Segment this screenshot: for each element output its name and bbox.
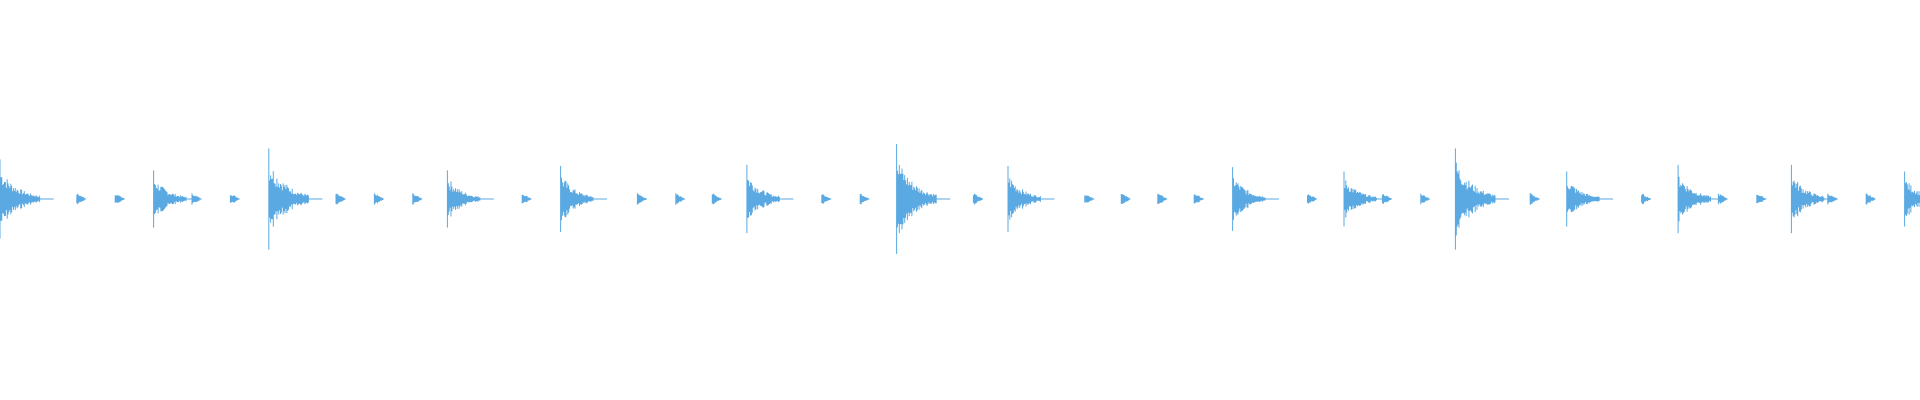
waveform-hit-small	[711, 193, 722, 205]
waveform-hit-small	[1307, 194, 1317, 204]
waveform-hit-path	[1193, 194, 1204, 204]
waveform-hit-small	[859, 193, 870, 205]
waveform-hit-path	[711, 193, 722, 205]
waveform-hit-medium	[153, 170, 200, 228]
waveform-hit-path	[1381, 194, 1392, 204]
waveform-hit-path	[1677, 164, 1725, 234]
waveform-hit-path	[1120, 194, 1131, 204]
waveform-hit-small	[821, 194, 832, 204]
waveform-hit-small	[335, 193, 346, 205]
waveform-hit-path	[1420, 193, 1431, 205]
waveform-hit-path	[636, 193, 647, 205]
waveform-hit-path	[675, 193, 686, 205]
waveform-hit-small	[373, 193, 384, 205]
waveform-hit-small	[1193, 194, 1204, 204]
waveform-hit-small	[675, 193, 686, 205]
waveform-hit-path	[821, 194, 832, 204]
waveform-hit-small	[521, 194, 532, 204]
waveform-hit-big	[268, 148, 323, 250]
waveform-hit-small	[76, 193, 87, 205]
waveform-hit-medium	[1566, 171, 1614, 227]
waveform-hit-path	[1454, 148, 1509, 250]
waveform-hit-small	[1529, 193, 1540, 205]
waveform-hit-path	[0, 159, 54, 239]
waveform-hit-small	[412, 193, 423, 205]
waveform-hit-medium	[560, 166, 607, 232]
waveform-hit-path	[859, 193, 870, 205]
waveform-hit-path	[1566, 171, 1614, 227]
waveform-hit-path	[1904, 171, 1920, 227]
waveform-hit-path	[560, 166, 607, 232]
waveform-hit-medium	[1790, 164, 1838, 234]
waveform-hit-small	[1120, 194, 1131, 204]
waveform-hit-small	[114, 195, 125, 203]
waveform-hit-path	[1307, 194, 1317, 204]
waveform-hit-path	[1865, 193, 1876, 205]
waveform-hit-path	[1717, 193, 1728, 205]
waveform-hit-small	[636, 193, 647, 205]
waveform-hit-small	[191, 193, 202, 205]
waveform-hit-big	[0, 159, 54, 239]
waveform-hit-path	[114, 195, 125, 203]
waveform-hit-path	[446, 170, 494, 228]
waveform-hit-path	[972, 193, 983, 205]
waveform-hit-small	[229, 195, 240, 203]
waveform-hit-small	[1641, 193, 1652, 205]
waveform-hit-path	[412, 193, 423, 205]
waveform-hit-path	[896, 144, 951, 254]
waveform-hit-small	[1420, 193, 1431, 205]
waveform-hit-path	[191, 193, 202, 205]
waveform-hit-small	[1827, 193, 1838, 205]
waveform-hit-path	[746, 164, 794, 234]
waveform-hit-path	[76, 193, 87, 205]
waveform-hit-medium	[1677, 164, 1725, 234]
waveform-hit-small	[1865, 193, 1876, 205]
waveform-hit-medium	[1343, 171, 1391, 227]
waveform-hit-medium	[1232, 167, 1279, 231]
waveform-hit-small	[1756, 194, 1767, 204]
waveform-hit-path	[1232, 167, 1279, 231]
waveform-hit-medium	[1904, 171, 1920, 227]
waveform-hit-medium	[446, 170, 494, 228]
waveform-hit-path	[373, 193, 384, 205]
waveform-hit-big	[896, 144, 951, 254]
waveform-hit-path	[1529, 193, 1540, 205]
waveform-hit-medium	[1007, 166, 1055, 232]
waveform-hit-path	[229, 195, 240, 203]
waveform-hit-path	[1756, 194, 1767, 204]
waveform-hit-path	[1343, 171, 1391, 227]
waveform-hit-path	[1084, 195, 1095, 203]
waveform-hit-small	[972, 193, 983, 205]
waveform-hit-path	[1790, 164, 1838, 234]
waveform-hit-small	[1717, 193, 1728, 205]
waveform-hit-path	[335, 193, 346, 205]
waveform-hit-path	[153, 170, 200, 228]
waveform-hit-path	[268, 148, 323, 250]
waveform-hit-path	[1007, 166, 1055, 232]
waveform-hit-medium	[746, 164, 794, 234]
waveform-hit-small	[1084, 195, 1095, 203]
waveform-hit-path	[1157, 194, 1168, 204]
waveform-hit-small	[1157, 194, 1168, 204]
waveform-hit-path	[1641, 193, 1652, 205]
waveform-hit-path	[521, 194, 532, 204]
waveform-hit-big	[1454, 148, 1509, 250]
waveform-hit-small	[1381, 194, 1392, 204]
waveform-hit-path	[1827, 193, 1838, 205]
